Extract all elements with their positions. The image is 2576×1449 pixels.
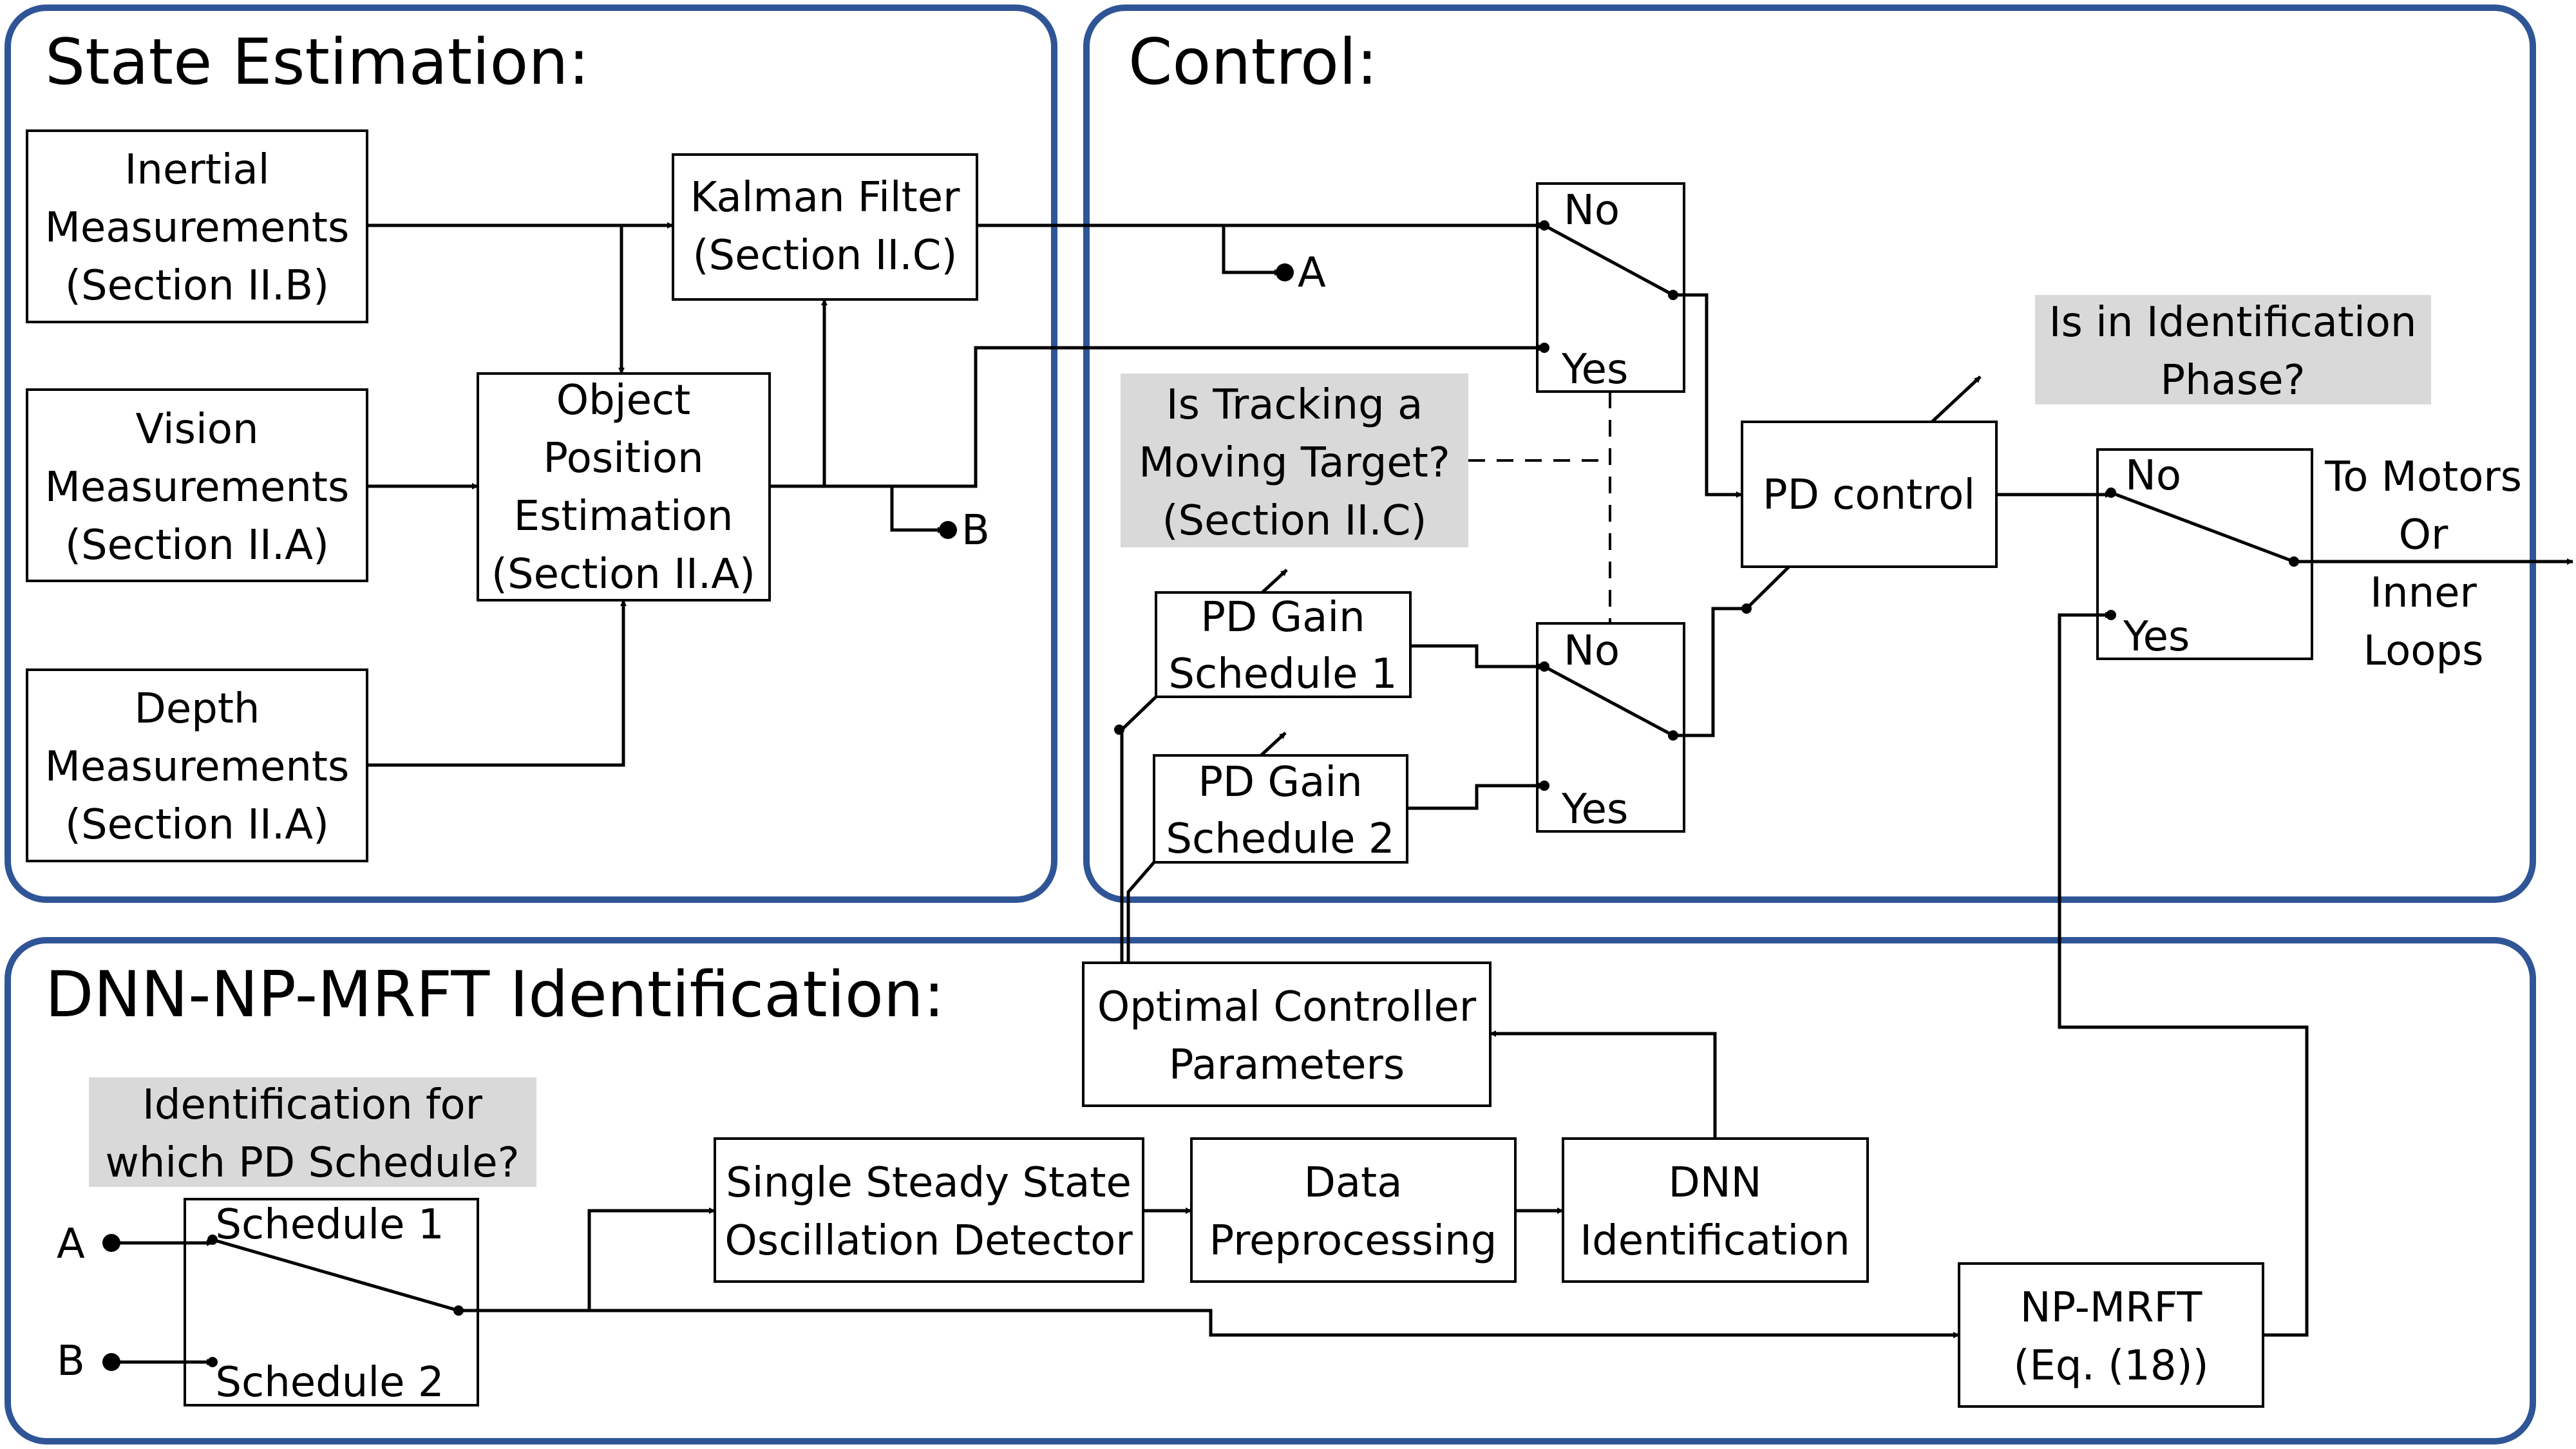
depth-line-3: (Section II.A) [65, 801, 329, 849]
pd-gain-2-line-2: Schedule 2 [1166, 815, 1394, 863]
identification-phase-question-bg [2035, 295, 2431, 404]
object-position-line-4: (Section II.A) [491, 551, 755, 598]
preprocessing-line-2: Preprocessing [1209, 1217, 1497, 1265]
dnn-line-1: DNN [1668, 1159, 1761, 1207]
vision-line-1: Vision [136, 406, 259, 453]
which-schedule-question-1: Identification for [142, 1081, 483, 1129]
inertial-line-3: (Section II.B) [65, 262, 329, 310]
vision-line-3: (Section II.A) [65, 522, 329, 569]
pd-gain-2-line-1: PD Gain [1198, 759, 1362, 806]
depth-line-2: Measurements [45, 743, 350, 791]
pd-gain-schedule-2-block [1153, 754, 1408, 864]
control-title: Control: [1128, 26, 1378, 99]
kalman-line-1: Kalman Filter [690, 174, 961, 222]
dnn-line-2: Identification [1580, 1217, 1850, 1265]
np-mrft-block [1958, 1262, 2264, 1408]
schedule-switch-2: Schedule 2 [215, 1359, 444, 1406]
gain-switch-yes: Yes [1561, 786, 1628, 833]
node-a-label-control: A [1298, 249, 1326, 297]
switch-blades [212, 223, 2295, 1312]
node-b-label-estimation: B [961, 507, 990, 554]
tracking-switch-no: No [1564, 187, 1620, 234]
control-panel [1083, 5, 2536, 903]
output-label-1: To Motors [2324, 453, 2522, 501]
state-estimation-title: State Estimation: [45, 26, 589, 99]
optimal-params-line-1: Optimal Controller [1097, 983, 1477, 1031]
state-estimation-panel [5, 5, 1057, 903]
node-b-label-identification: B [57, 1338, 85, 1385]
vision-measurements-block [26, 388, 368, 582]
identification-phase-question-1: Is in Identification [2049, 299, 2417, 346]
depth-measurements-block [26, 668, 368, 862]
object-position-line-3: Estimation [514, 493, 734, 540]
identification-title: DNN-NP-MRFT Identification: [45, 958, 945, 1032]
pd-gain-schedule-1-block [1155, 591, 1412, 698]
pd-control-label: PD control [1763, 471, 1975, 519]
oscillation-line-1: Single Steady State [726, 1159, 1132, 1207]
output-label-3: Inner [2370, 569, 2477, 617]
output-label-4: Loops [2363, 627, 2484, 675]
node-a-label-identification: A [57, 1220, 85, 1268]
gain-switch-no: No [1564, 627, 1620, 675]
phase-switch-yes: Yes [2123, 613, 2190, 661]
schedule-switch-1: Schedule 1 [215, 1201, 444, 1249]
tracking-question-3: (Section II.C) [1162, 497, 1427, 545]
identification-panel [5, 937, 2536, 1444]
phase-switch-no: No [2125, 452, 2181, 500]
npmrft-line-2: (Eq. (18)) [2013, 1342, 2208, 1390]
inertial-line-2: Measurements [45, 204, 350, 252]
oscillation-line-2: Oscillation Detector [724, 1217, 1133, 1265]
preprocessing-line-1: Data [1304, 1159, 1403, 1207]
optimal-params-line-2: Parameters [1169, 1041, 1405, 1089]
output-label-2: Or [2399, 511, 2448, 559]
npmrft-line-1: NP-MRFT [2020, 1284, 2203, 1332]
object-position-line-1: Object [556, 377, 690, 424]
tracking-switch-yes: Yes [1561, 346, 1628, 393]
which-schedule-question-bg [89, 1077, 536, 1187]
object-position-line-2: Position [543, 435, 703, 482]
tracking-question-bg [1121, 374, 1468, 547]
pd-gain-1-line-1: PD Gain [1200, 594, 1365, 641]
tracking-question-2: Moving Target? [1139, 439, 1450, 487]
which-schedule-question-2: which PD Schedule? [105, 1139, 519, 1187]
depth-line-1: Depth [135, 685, 260, 733]
pd-gain-1-line-2: Schedule 1 [1168, 650, 1397, 698]
inertial-line-1: Inertial [125, 146, 270, 194]
wires [111, 222, 2573, 1365]
inertial-measurements-block [26, 129, 368, 323]
kalman-line-2: (Section II.C) [693, 232, 958, 279]
vision-line-2: Measurements [45, 464, 350, 511]
tracking-dashed-link [1468, 392, 1611, 623]
tracking-question-1: Is Tracking a [1166, 381, 1423, 429]
identification-phase-question-2: Phase? [2160, 357, 2305, 404]
